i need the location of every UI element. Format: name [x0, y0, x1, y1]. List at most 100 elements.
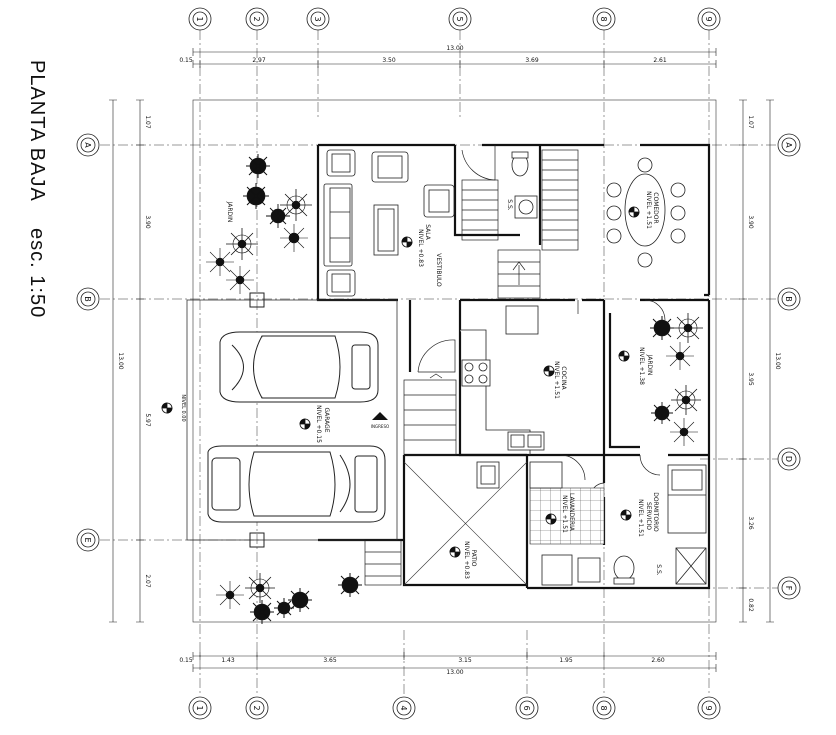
label-sala-level: NIVEL +0.83 — [417, 229, 424, 267]
grid-label-bottom-9: 9 — [704, 705, 713, 710]
grid-label-top-9: 9 — [704, 16, 713, 21]
grid-bubble-top-5 — [448, 7, 472, 31]
grid-label-top-1: 1 — [195, 16, 204, 21]
entry-arrow-icon — [372, 412, 388, 420]
dim-bottom-3: 3.15 — [458, 657, 472, 664]
dim-top-1: 2.97 — [252, 57, 266, 64]
grid-bubble-right-B — [777, 287, 801, 311]
grid-bubble-left-B — [76, 287, 100, 311]
grid-bubble-left-A — [76, 133, 100, 157]
grid-bubble-top-9 — [697, 7, 721, 31]
label-ingreso: INGRESO — [371, 424, 389, 429]
label-cocina: COCINA — [560, 366, 567, 390]
dimension-lines — [109, 48, 774, 672]
column-marker — [249, 292, 265, 308]
laundry-tile-floor — [529, 487, 605, 545]
dim-top-3: 3.69 — [525, 57, 539, 64]
label-exterior-level: NIVEL 0.00 — [180, 394, 186, 421]
label-sala: SALA — [424, 224, 431, 241]
dim-left-2: 5.97 — [144, 413, 151, 427]
dim-bottom-0: 0.15 — [179, 657, 193, 664]
grid-label-left-A: A — [83, 142, 92, 148]
grid-label-top-2: 2 — [252, 16, 261, 21]
grid-label-top-8: 8 — [599, 16, 608, 21]
grid-label-top-5: 5 — [455, 16, 464, 21]
label-jardin-top: JARDIN — [226, 201, 233, 223]
dim-right-3: 3.26 — [747, 516, 754, 530]
grid-bubble-right-D — [777, 447, 801, 471]
grid-bubble-bottom-2 — [245, 696, 269, 720]
dim-left-0: 1.07 — [144, 115, 151, 129]
dim-top-2: 3.50 — [382, 57, 396, 64]
label-cocina-level: NIVEL +1.51 — [553, 361, 560, 399]
grid-label-top-3: 3 — [313, 16, 322, 21]
dim-bottom-4: 1.95 — [559, 657, 573, 664]
label-patio: PATIO — [470, 549, 477, 566]
dining-furniture — [606, 157, 686, 268]
label-comedor: COMEDOR — [652, 192, 659, 223]
grid-label-right-F: F — [784, 586, 793, 591]
garden-plants — [206, 154, 703, 624]
room-labels: SALA NIVEL +0.83 VESTIBULO JARDIN S.S. C… — [180, 191, 662, 579]
grid-label-right-D: D — [784, 456, 793, 462]
label-jardin-right-level: NIVEL +1.38 — [638, 347, 645, 385]
dim-right-1: 3.90 — [747, 215, 754, 229]
label-patio-level: NIVEL +0.83 — [463, 541, 470, 579]
stairs — [364, 149, 579, 586]
label-lavanderia: LAVANDERIA — [568, 493, 575, 532]
label-ss-top: S.S. — [506, 199, 513, 211]
grid-bubble-bottom-1 — [188, 696, 212, 720]
grid-bubble-left-E — [76, 528, 100, 552]
bathroom-top-fixtures — [511, 151, 538, 219]
grid-bubble-bottom-4 — [392, 696, 416, 720]
dim-right-4: 0.82 — [747, 598, 754, 612]
car-top — [219, 331, 379, 403]
grid-bubble-bottom-6 — [515, 696, 539, 720]
grid-label-right-B: B — [784, 296, 793, 302]
dim-top-total: 13.00 — [446, 45, 463, 52]
grid-bubble-top-8 — [592, 7, 616, 31]
grid-label-bottom-6: 6 — [522, 705, 531, 710]
axis-lines — [100, 30, 780, 695]
grid-label-bottom-4: 4 — [399, 705, 408, 710]
dim-left-3: 2.07 — [144, 574, 151, 588]
label-dormitorio: DORMITORIO — [652, 492, 659, 532]
grid-bubble-top-3 — [306, 7, 330, 31]
label-comedor-level: NIVEL +1.51 — [645, 191, 652, 229]
label-garage: GARAGE — [323, 407, 330, 432]
service-fixtures — [476, 461, 707, 586]
dimension-labels: 13.00 0.15 2.97 3.50 3.69 2.61 0.15 1.43… — [117, 45, 781, 676]
dim-right-0: 1.07 — [747, 115, 754, 129]
label-vestibulo: VESTIBULO — [435, 253, 442, 287]
grid-bubbles — [76, 7, 801, 720]
label-dormitorio-level: NIVEL +1.51 — [637, 499, 644, 537]
dim-bottom-5: 2.60 — [651, 657, 665, 664]
dim-top-4: 2.61 — [653, 57, 667, 64]
grid-bubble-top-2 — [245, 7, 269, 31]
grid-label-bottom-8: 8 — [599, 705, 608, 710]
car-bottom — [207, 445, 386, 523]
label-dormitorio-servicio: SERVICIO — [645, 502, 652, 530]
grid-label-left-E: E — [83, 537, 92, 542]
label-jardin-right: JARDIN — [646, 354, 653, 376]
dim-bottom-total: 13.00 — [446, 669, 463, 676]
dim-top-0: 0.15 — [179, 57, 193, 64]
grid-label-right-A: A — [784, 142, 793, 148]
grid-label-left-B: B — [83, 296, 92, 302]
label-lavanderia-level: NIVEL +1.51 — [561, 495, 568, 533]
label-garage-level: NIVEL +0.15 — [315, 405, 322, 443]
dim-left-1: 3.90 — [144, 215, 151, 229]
garage-outline — [186, 299, 398, 541]
column-marker — [249, 532, 265, 548]
dim-bottom-2: 3.65 — [323, 657, 337, 664]
grid-bubble-bottom-9 — [697, 696, 721, 720]
grid-label-bottom-1: 1 — [195, 705, 204, 710]
grid-bubble-top-1 — [188, 7, 212, 31]
dim-right-2: 3.95 — [747, 372, 754, 386]
patio — [403, 461, 528, 586]
grid-labels: 1 2 3 5 8 9 1 2 4 6 8 9 A B E A B D F — [83, 16, 793, 710]
kitchen-fixtures — [460, 305, 545, 455]
grid-label-bottom-2: 2 — [252, 705, 261, 710]
grid-bubble-right-A — [777, 133, 801, 157]
